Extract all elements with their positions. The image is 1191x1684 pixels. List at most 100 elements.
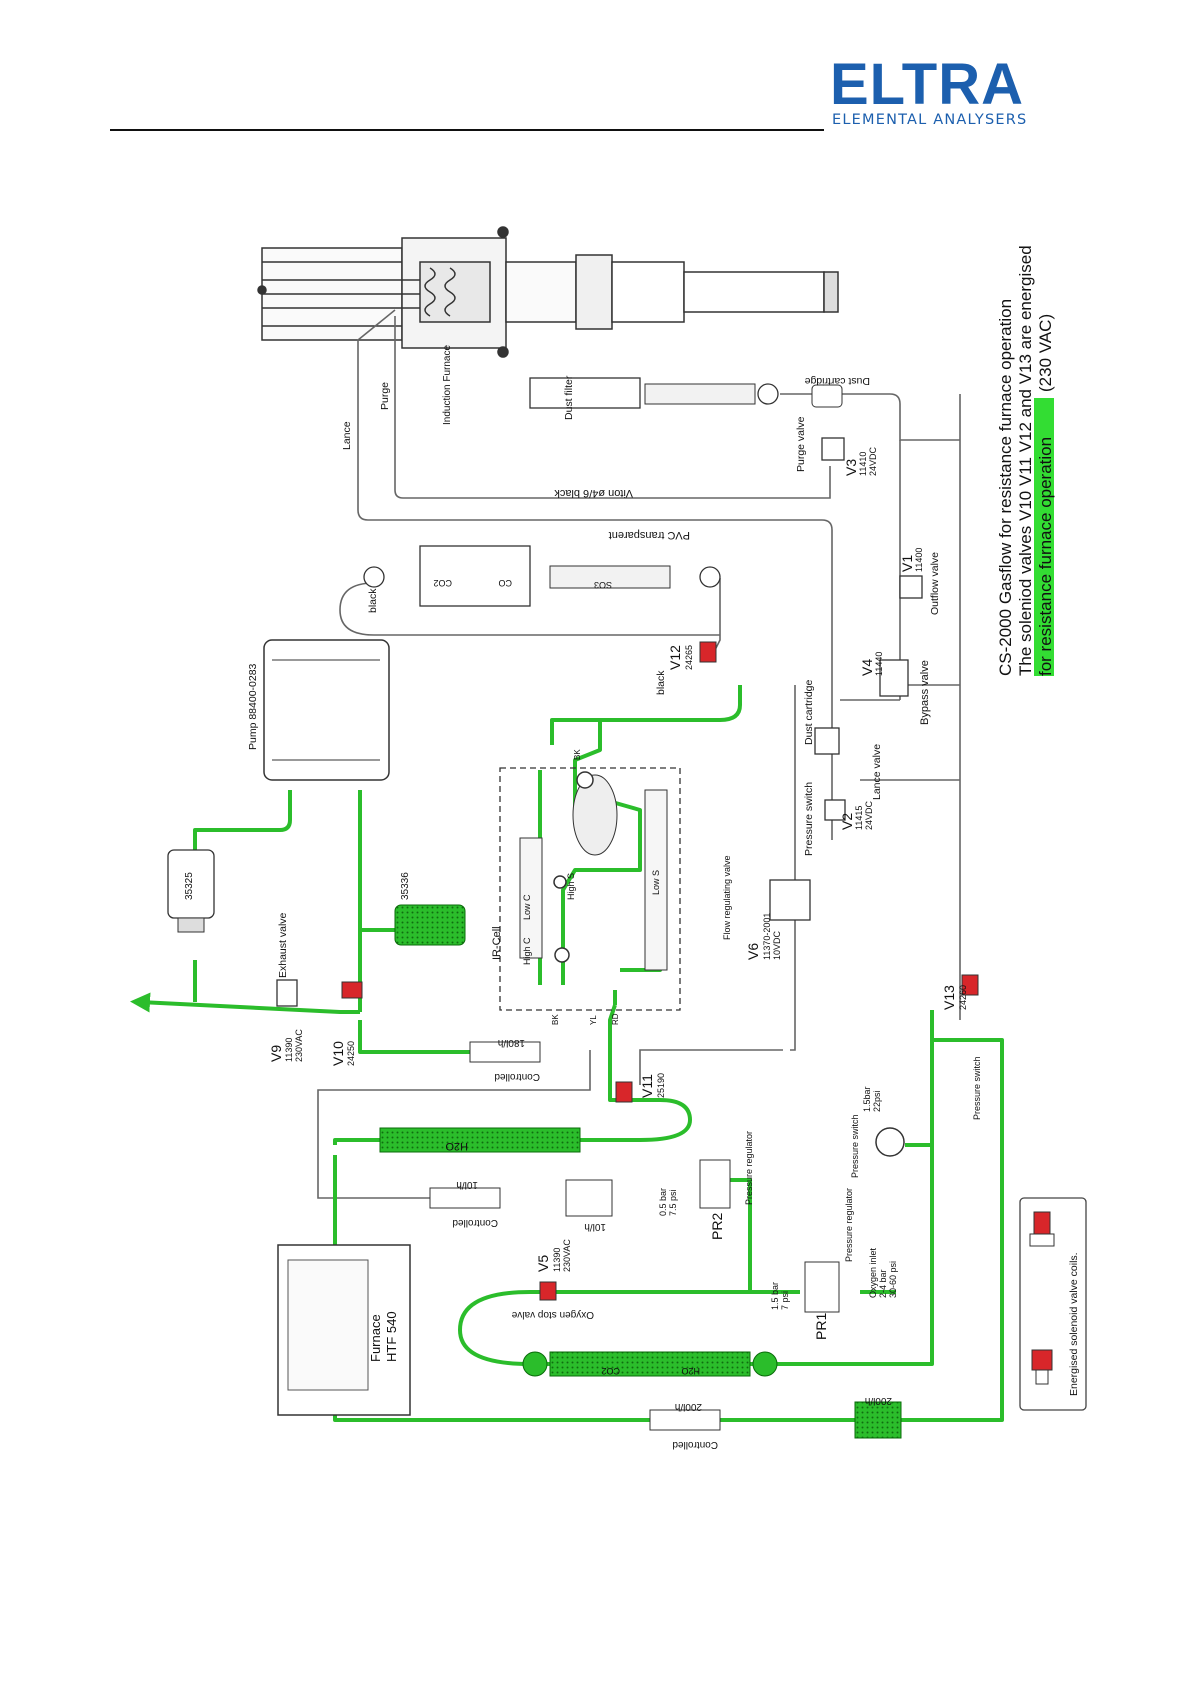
- label-v1-spec: 11400: [914, 548, 924, 572]
- caption: CS-2000 Gasflow for resistance furnace o…: [996, 245, 1055, 676]
- label-viton-line: Viton ø4/6 black: [554, 487, 633, 499]
- label-oxygen-stop-valve: Oxygen stop valve: [511, 1309, 594, 1320]
- flowmeter-180: [469, 1041, 541, 1063]
- label-v6-volt: 10VDC: [772, 930, 782, 960]
- label-pr1-psi: 7 psi: [780, 1291, 790, 1310]
- label-low-c: Low C: [522, 894, 532, 920]
- eltra-logo: ELTRA ELEMENTAL ANALYSERS: [830, 52, 1060, 136]
- v10-coil: [341, 981, 363, 999]
- label-v1: V1: [899, 555, 915, 572]
- label-v4: V4: [859, 659, 875, 676]
- label-furnace: Furnace: [368, 1314, 383, 1362]
- label-flow-10: 10l/h: [584, 1221, 606, 1232]
- induction-furnace-assembly: [257, 226, 839, 358]
- label-flow-200: 200l/h: [865, 1395, 892, 1406]
- ir-cell-low-c: [519, 837, 543, 959]
- label-co2-cell: CO2: [433, 578, 452, 588]
- label-oxygen-inlet-bar: 2-4 bar: [878, 1269, 888, 1298]
- flowmeter-200: [854, 1401, 902, 1439]
- ir-cell-low-s: [644, 789, 668, 971]
- filter-35336: [394, 904, 466, 946]
- label-gauge-value: 1.5bar: [862, 1086, 872, 1112]
- label-v13-spec: 24260: [958, 985, 968, 1010]
- label-yl: YL: [589, 1015, 598, 1025]
- ir-cell-box: [499, 767, 681, 1011]
- label-v2: V2: [839, 813, 855, 830]
- label-purge-valve: Purge valve: [795, 416, 807, 472]
- label-v3-spec: 11410: [858, 452, 868, 476]
- label-rd: RD: [611, 1013, 620, 1025]
- label-v6: V6: [745, 943, 761, 960]
- label-high-s: High S: [566, 873, 576, 900]
- legend: Energised solenoid valve coils.: [1019, 1197, 1087, 1411]
- caption-highlight: [1034, 398, 1054, 676]
- v11-coil: [615, 1081, 633, 1103]
- label-v3: V3: [843, 459, 859, 476]
- label-pressure-regulator-2: Pressure regulator: [744, 1131, 754, 1205]
- dust-filter: [529, 377, 641, 409]
- label-v9-spec: 11390: [284, 1038, 294, 1062]
- legend-coil-icon: [1033, 1211, 1051, 1235]
- label-oxygen-inlet: Oxygen inlet: [868, 1247, 878, 1298]
- label-controlled-1: Controlled: [494, 1071, 540, 1082]
- label-pump: Pump 88400-0283: [247, 663, 259, 750]
- label-v9-volt: 230VAC: [294, 1029, 304, 1062]
- label-dust-cartridge-top: Dust cartridge: [804, 375, 870, 387]
- label-pressure-switch-gauge: Pressure switch: [850, 1114, 860, 1178]
- label-exhaust-valve: Exhaust valve: [277, 912, 289, 978]
- h2o-column-top: [379, 1127, 581, 1153]
- label-v11: V11: [639, 1074, 655, 1098]
- label-dust-cartridge-mid: Dust cartridge: [803, 679, 815, 745]
- label-v10-spec: 24250: [346, 1041, 356, 1066]
- logo-subtext: ELEMENTAL ANALYSERS: [832, 112, 1028, 128]
- label-induction-furnace: Induction Furnace: [442, 345, 453, 425]
- co2-cell: [419, 545, 531, 607]
- flowmeter-200-controlled: [649, 1409, 721, 1431]
- label-pressure-regulator-1: Pressure regulator: [844, 1188, 854, 1262]
- label-pressure-switch-right: Pressure switch: [972, 1056, 982, 1120]
- label-v12-spec: 24265: [684, 645, 694, 670]
- label-so3-cell: SO3: [594, 580, 612, 590]
- label-v13: V13: [941, 985, 957, 1010]
- flowmeter-10: [565, 1179, 613, 1217]
- label-filter-35336: 35336: [400, 872, 411, 900]
- ir-cell-optics: [572, 774, 618, 856]
- label-bottle: 35325: [184, 872, 195, 900]
- label-co2-bottom: CO2: [601, 1366, 620, 1376]
- label-v10: V10: [330, 1041, 346, 1066]
- flowmeter-10-controlled: [429, 1187, 501, 1209]
- label-h2o-top: H2O: [445, 1140, 468, 1152]
- label-pvc-line: PVC transparent: [609, 529, 690, 541]
- label-bk-top: BK: [573, 749, 582, 760]
- ir-cell-high-s: [553, 875, 567, 889]
- label-v2-volt: 24VDC: [864, 800, 874, 830]
- label-dust-filter: Dust filter: [563, 375, 575, 420]
- dust-cartridge-top: [811, 384, 843, 408]
- legend-coil-icon-2: [1031, 1349, 1053, 1371]
- label-gauge-psi: 22psi: [872, 1090, 882, 1112]
- v12-coil: [699, 641, 717, 663]
- label-v6-spec: 11370-2001: [762, 913, 772, 960]
- label-flow-180: 180l/h: [498, 1037, 525, 1048]
- caption-line3-highlight: for resistance furnace operation: [1036, 437, 1055, 676]
- dark-tubing: [317, 309, 961, 1199]
- gray-valves: [276, 437, 923, 1007]
- label-pr1: PR1: [813, 1313, 829, 1340]
- v13-coil: [961, 974, 979, 996]
- label-bk-bottom: BK: [551, 1014, 560, 1025]
- label-pr1-bar: 1.5 bar: [770, 1282, 780, 1310]
- co2-h2o-column-bottom: [549, 1351, 751, 1377]
- label-pressure-switch-mid: Pressure switch: [803, 782, 815, 856]
- label-flow-regulating-valve: Flow regulating valve: [722, 855, 732, 940]
- ir-cell-high-c: [554, 947, 570, 963]
- label-controlled-3: Controlled: [672, 1439, 718, 1450]
- so3-cell: [549, 565, 671, 589]
- pump: [263, 639, 390, 781]
- pr1-regulator: [804, 1261, 840, 1313]
- label-oxygen-inlet-psi: 30-60 psi: [888, 1261, 898, 1298]
- label-v9: V9: [268, 1045, 284, 1062]
- label-v4-spec: 11440: [874, 652, 884, 676]
- ir-cell-upper: [576, 771, 594, 789]
- label-bypass-valve: Bypass valve: [919, 660, 931, 725]
- label-controlled-2: Controlled: [452, 1217, 498, 1228]
